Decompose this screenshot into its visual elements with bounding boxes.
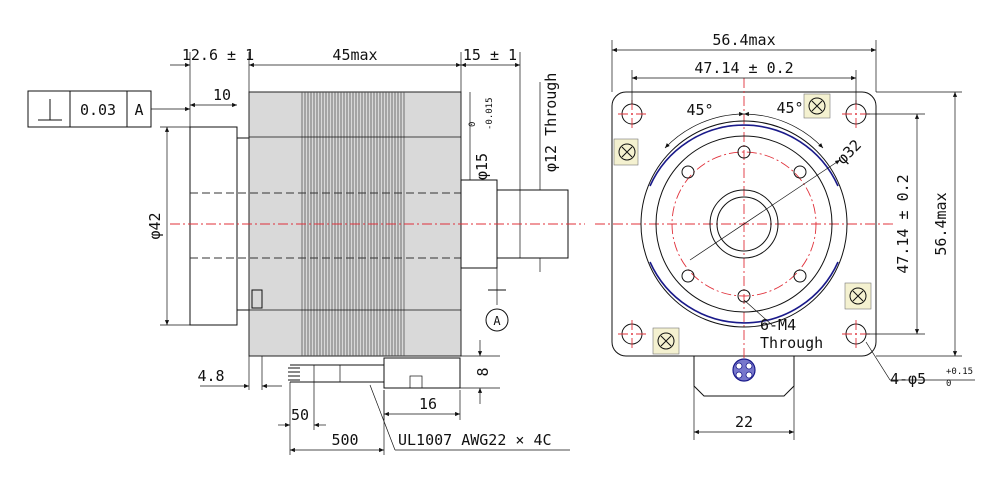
shaft-circle: [716, 196, 772, 252]
front-right-dims: 47.14 ± 0.2 56.4max: [866, 91, 962, 357]
front-view: 45° 45° φ32 6-M4 Through 4-φ5 +0.15 0: [595, 31, 975, 440]
screw-icon: [618, 143, 636, 161]
dim-body-len: 45max: [332, 46, 377, 64]
dim-cable-strip: 50: [291, 406, 309, 424]
thread-note: Through: [760, 334, 823, 352]
dim-hole-pitch-h: 47.14 ± 0.2: [694, 59, 793, 77]
dim-cable-len: 500: [331, 431, 358, 449]
dim-overall-w: 56.4max: [712, 31, 775, 49]
mount-hole-spec: 4-φ5: [890, 370, 926, 388]
dim-cable-offset: 4.8: [197, 367, 224, 385]
cable-spec: UL1007 AWG22 × 4C: [398, 431, 552, 449]
dim-boss-dia: φ15: [473, 153, 491, 180]
dim-shaft-dia: φ12 Through: [542, 73, 560, 172]
dim-connector-w-front: 22: [735, 413, 753, 431]
mount-hole-tol-lower: 0: [946, 379, 951, 389]
screw-icon: [849, 287, 867, 305]
flange-outline: [189, 126, 238, 326]
screw-icon: [657, 332, 675, 350]
front-top-dims: 56.4max 47.14 ± 0.2: [611, 31, 877, 104]
side-bottom-dims: 4.8 8 16 50 500 UL1007 AWG22 × 4C: [197, 340, 570, 455]
dim-shaft-dias: φ15 0 -0.015 φ12 Through: [468, 73, 560, 272]
pilot-circle-lower: [649, 261, 839, 324]
tolerance-frame: 0.03 A: [27, 90, 190, 128]
cable-exit-icon: [732, 358, 756, 382]
dim-connector-h: 8: [474, 367, 492, 376]
bolt-circle: [671, 151, 817, 297]
mount-hole-tol-upper: +0.15: [946, 367, 973, 377]
dim-phi42: φ42: [146, 126, 190, 326]
boss-circle: [709, 189, 779, 259]
dim-pcd: φ32: [833, 136, 865, 168]
dim-overall-h: 56.4max: [932, 192, 950, 255]
dim-shaft-step: 10: [213, 86, 231, 104]
dim-boss-tol-lower: -0.015: [485, 97, 495, 130]
dim-boss-tol-upper: 0: [468, 122, 478, 127]
front-bottom-dims: 22: [693, 386, 795, 440]
angle-b: 45°: [776, 99, 803, 117]
side-top-dims: 12.6 ± 1 45max 15 ± 1 10: [170, 46, 521, 190]
side-view: 0.03 A 12.6 ± 1 45max 15 ± 1 10 φ42: [27, 46, 585, 455]
dim-connector-w: 16: [419, 395, 437, 413]
thread-spec: 6-M4: [760, 316, 796, 334]
tolerance-value: 0.03: [80, 101, 116, 119]
tolerance-datum: A: [134, 101, 143, 119]
datum-a: A: [485, 268, 509, 332]
datum-label: A: [493, 314, 501, 328]
angle-a: 45°: [686, 101, 713, 119]
front-connector: [693, 356, 795, 397]
dim-flange-len: 12.6 ± 1: [182, 46, 254, 64]
dim-shaft-len: 15 ± 1: [463, 46, 517, 64]
dim-hole-pitch-v: 47.14 ± 0.2: [894, 174, 912, 273]
dim-flange-dia: φ42: [146, 212, 164, 239]
